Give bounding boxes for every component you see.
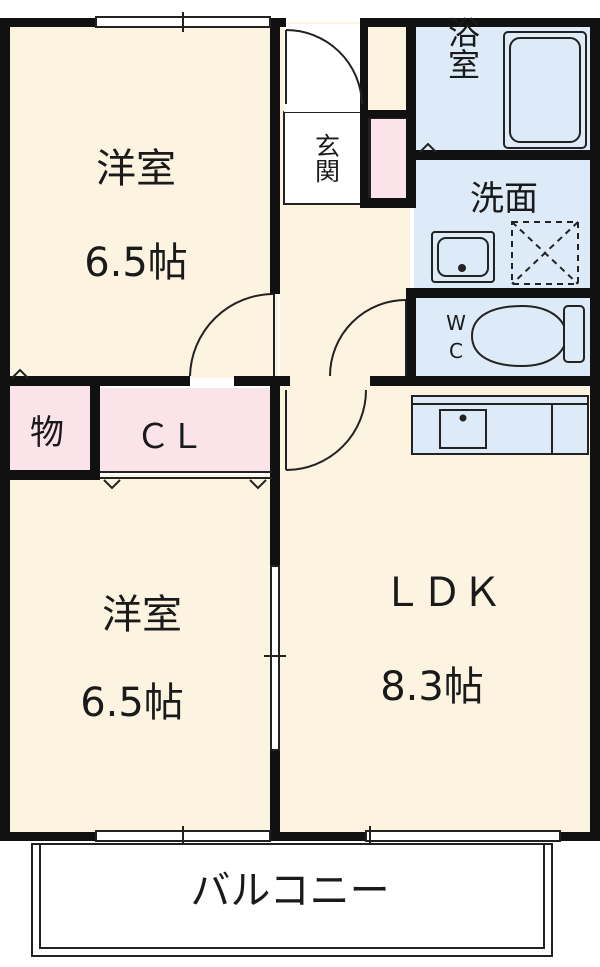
windows — [95, 12, 561, 846]
western-room-bottom-area — [10, 475, 278, 837]
washroom-label: 洗面 — [470, 179, 538, 219]
room-size-ldk: 8.3帖 — [380, 664, 484, 710]
balcony — [31, 843, 553, 957]
room-name-ldk: ＬＤＫ — [382, 570, 502, 616]
closet-area — [98, 388, 274, 472]
washroom-area — [414, 160, 594, 290]
door-swings — [189, 29, 407, 471]
closet-label: ＣＬ — [136, 417, 204, 457]
wc-label-c: C — [449, 339, 463, 363]
closet-doors — [11, 368, 272, 490]
western-room-top-area — [10, 22, 278, 378]
bath-label: 浴室 — [443, 16, 481, 80]
washing-machine-space — [511, 221, 579, 285]
walls — [0, 18, 600, 841]
toilet — [470, 304, 585, 368]
wc-label-w: W — [446, 311, 466, 335]
room-size-western-bottom: 6.5帖 — [80, 680, 184, 726]
room-name-western-top: 洋室 — [96, 146, 176, 192]
storage-label: 物 — [30, 413, 64, 453]
storage-area — [10, 380, 94, 472]
entry-door-well — [284, 24, 364, 112]
washbasin — [431, 231, 495, 283]
room-name-western-bottom: 洋室 — [102, 592, 182, 638]
bathtub — [419, 31, 587, 153]
shoe-cabinet — [369, 117, 411, 201]
entrance-label: 玄関 — [312, 133, 341, 183]
balcony-label: バルコニー — [190, 868, 389, 914]
room-size-western-top: 6.5帖 — [84, 240, 188, 286]
kitchen-counter — [411, 395, 589, 455]
sliding-door — [264, 565, 286, 751]
